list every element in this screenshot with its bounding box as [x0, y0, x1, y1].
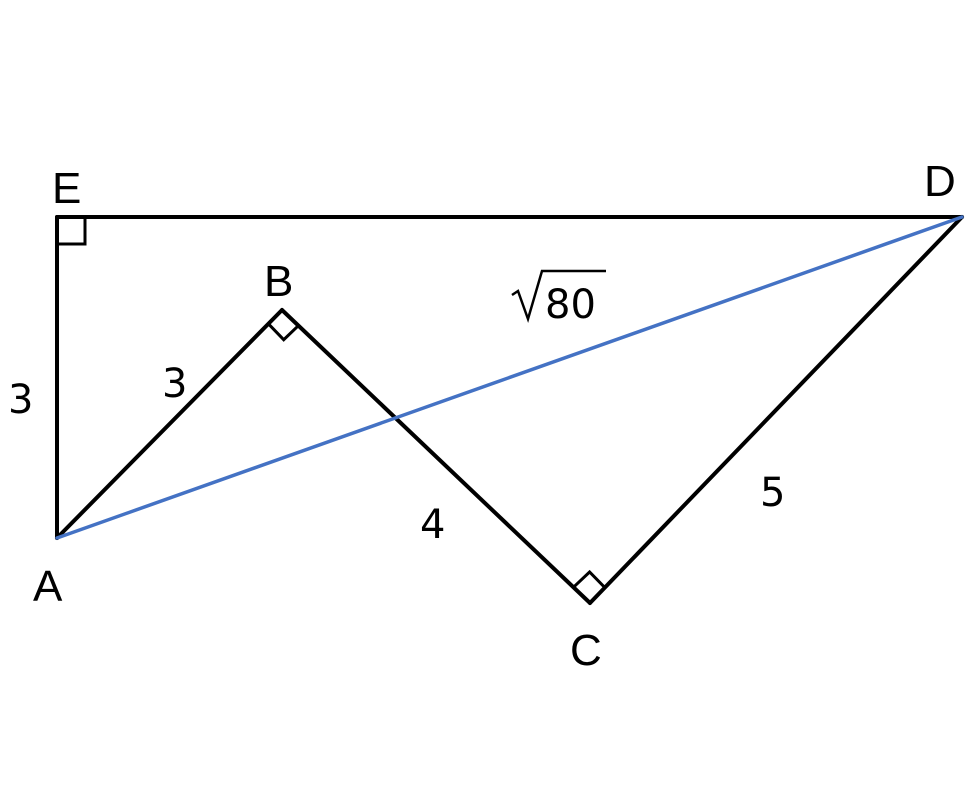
radical-sign [511, 269, 606, 324]
segment-BC [280, 308, 592, 605]
length-label-AD: 80 [511, 269, 606, 328]
vertex-label-B: B [264, 257, 293, 306]
length-label-BC: 4 [420, 502, 445, 548]
vertex-label-D: D [924, 157, 956, 206]
length-label-AB: 3 [162, 361, 187, 407]
vertex-label-E: E [52, 164, 81, 213]
segment-AD-diagonal [55, 215, 964, 540]
length-label-CD: 5 [760, 470, 785, 516]
segment-AB [55, 308, 284, 540]
radicand: 80 [545, 282, 596, 328]
right-angle-mark-C [572, 569, 607, 589]
vertex-label-C: C [570, 626, 602, 675]
vertex-label-A: A [33, 562, 63, 611]
right-angle-mark-B [267, 322, 300, 342]
right-angle-mark-E [57, 217, 87, 246]
length-label-EA: 3 [8, 377, 33, 423]
segment-CD [588, 215, 964, 605]
